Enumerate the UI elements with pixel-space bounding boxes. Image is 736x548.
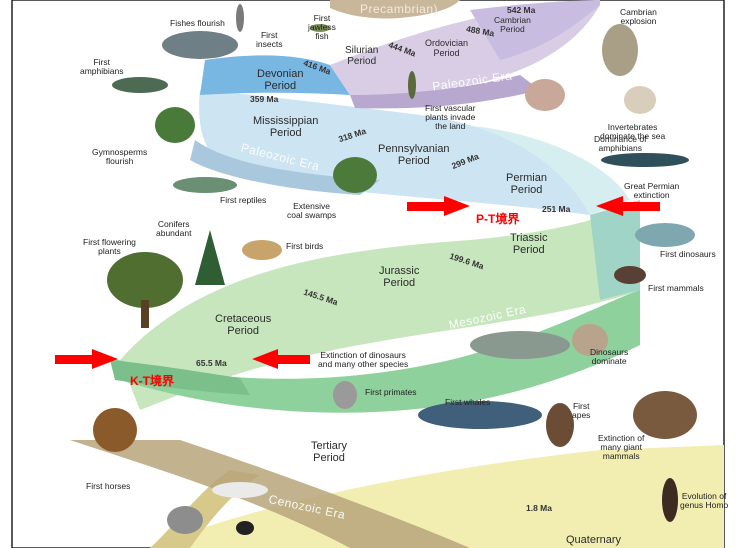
gymnosperms-flourish-label: Gymnosperms flourish — [92, 148, 147, 166]
vascular-plant-icon — [408, 71, 416, 99]
spider-icon — [236, 521, 254, 535]
nautilus-icon — [624, 86, 656, 114]
mississippian-period-label: Mississippian Period — [253, 115, 318, 139]
age-542-label: 542 Ma — [507, 5, 535, 15]
dominance-amphibians-label: Dominance of amphibians — [594, 135, 646, 153]
pt-boundary-label: P-T境界 — [476, 210, 519, 227]
runner-icon — [662, 478, 678, 522]
horse-icon — [93, 408, 137, 452]
age-359-label: 359 Ma — [250, 94, 278, 104]
extinction-giant-mammals-label: Extinction of many giant mammals — [598, 434, 644, 461]
jurassic-period-label: Jurassic Period — [379, 265, 419, 289]
coal-swamp-tree-icon — [333, 157, 377, 193]
ordovician-period-label: Ordovician Period — [425, 38, 468, 58]
age-251-label: 251 Ma — [542, 204, 570, 214]
amphibian-dominance-icon — [601, 153, 689, 167]
dragonfly-icon — [236, 4, 244, 32]
silurian-period-label: Silurian Period — [345, 45, 378, 67]
fishes-flourish-label: Fishes flourish — [170, 19, 225, 28]
mammoth-icon — [633, 391, 697, 439]
tree-icon — [107, 252, 183, 308]
kt-boundary-label: K-T境界 — [130, 372, 174, 389]
dinosaur-icon — [470, 331, 570, 359]
age-65-label: 65.5 Ma — [196, 358, 227, 368]
trilobite-icon — [602, 24, 638, 76]
dinosaurs-dominate-label: Dinosaurs dominate — [590, 348, 628, 366]
precambrian-era-label: Precambrian) — [360, 2, 438, 16]
first-dinosaurs-label: First dinosaurs — [660, 250, 716, 259]
first-amphibians-label: First amphibians — [80, 58, 123, 76]
palm-tree-icon — [155, 107, 195, 143]
conifers-abundant-label: Conifers abundant — [156, 220, 191, 238]
first-mammals-label: First mammals — [648, 284, 704, 293]
primate-icon — [333, 381, 357, 409]
devonian-period-label: Devonian Period — [257, 68, 303, 92]
tree-trunk-icon — [141, 300, 149, 328]
tertiary-period-label: Tertiary Period — [311, 440, 347, 464]
ape-icon — [546, 403, 574, 447]
triassic-period-label: Triassic Period — [510, 232, 547, 256]
first-birds-label: First birds — [286, 242, 323, 251]
mammal-icon — [614, 266, 646, 284]
first-flowering-plants-label: First flowering plants — [83, 238, 136, 256]
first-horses-label: First horses — [86, 482, 130, 491]
amphibian-icon — [112, 77, 168, 93]
fish-fossil-icon — [162, 31, 238, 59]
wolf-icon — [167, 506, 203, 534]
permian-period-label: Permian Period — [506, 172, 547, 196]
bird-icon — [242, 240, 282, 260]
first-whales-label: First whales — [445, 398, 490, 407]
shell-icon — [525, 79, 565, 111]
age-1-8-label: 1.8 Ma — [526, 503, 552, 513]
cretaceous-period-label: Cretaceous Period — [215, 313, 271, 337]
cambrian-explosion-label: Cambrian explosion — [620, 8, 657, 26]
conifer-icon — [195, 230, 225, 285]
first-jawless-fish-label: First jawless fish — [308, 14, 336, 41]
pennsylvanian-period-label: Pennsylvanian Period — [378, 143, 450, 167]
kt-boundary-left-arrow — [55, 349, 118, 369]
evolution-homo-label: Evolution of genus Homo — [680, 492, 728, 510]
extensive-coal-swamps-label: Extensive coal swamps — [287, 202, 336, 220]
eagle-icon — [212, 482, 268, 498]
dimetrodon-icon — [635, 223, 695, 247]
great-permian-extinction-label: Great Permian extinction — [624, 182, 679, 200]
first-vascular-plants-label: First vascular plants invade the land — [425, 104, 476, 131]
reptile-icon — [173, 177, 237, 193]
extinction-dinosaurs-label: Extinction of dinosaurs and many other s… — [318, 351, 408, 369]
first-insects-label: First insects — [256, 31, 282, 49]
first-primates-label: First primates — [365, 388, 416, 397]
quaternary-period-label: Quaternary — [566, 534, 621, 546]
cambrian-period-label: Cambrian Period — [494, 16, 531, 34]
first-reptiles-label: First reptiles — [220, 196, 266, 205]
first-apes-label: First apes — [572, 402, 590, 420]
